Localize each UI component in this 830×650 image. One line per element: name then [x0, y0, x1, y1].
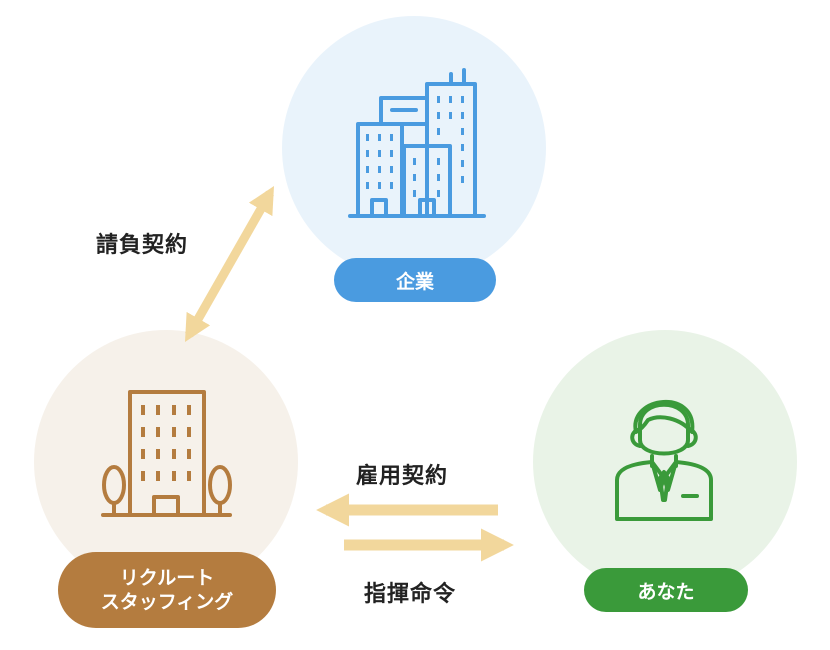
contract-arrow — [184, 185, 275, 343]
employment-label: 雇用契約 — [356, 464, 449, 489]
agency-badge-line1: リクルート — [119, 567, 215, 589]
you-badge-label: あなた — [637, 580, 695, 603]
you-circle — [533, 330, 797, 594]
office-buildings-icon — [348, 68, 486, 218]
office-windows-icon — [366, 96, 464, 197]
office-tower-with-trees-icon — [101, 390, 232, 517]
company-badge-label: 企業 — [395, 270, 434, 293]
agency-circle — [34, 330, 298, 594]
agency-badge: リクルート スタッフィング — [58, 552, 276, 628]
you-badge: あなた — [584, 568, 748, 612]
company-badge: 企業 — [334, 258, 496, 302]
instruction-label: 指揮命令 — [364, 582, 457, 607]
businessman-icon — [615, 399, 713, 521]
tower-windows-icon — [141, 405, 191, 481]
agency-badge-line2: スタッフィング — [100, 591, 234, 613]
contract-label: 請負契約 — [96, 233, 189, 258]
